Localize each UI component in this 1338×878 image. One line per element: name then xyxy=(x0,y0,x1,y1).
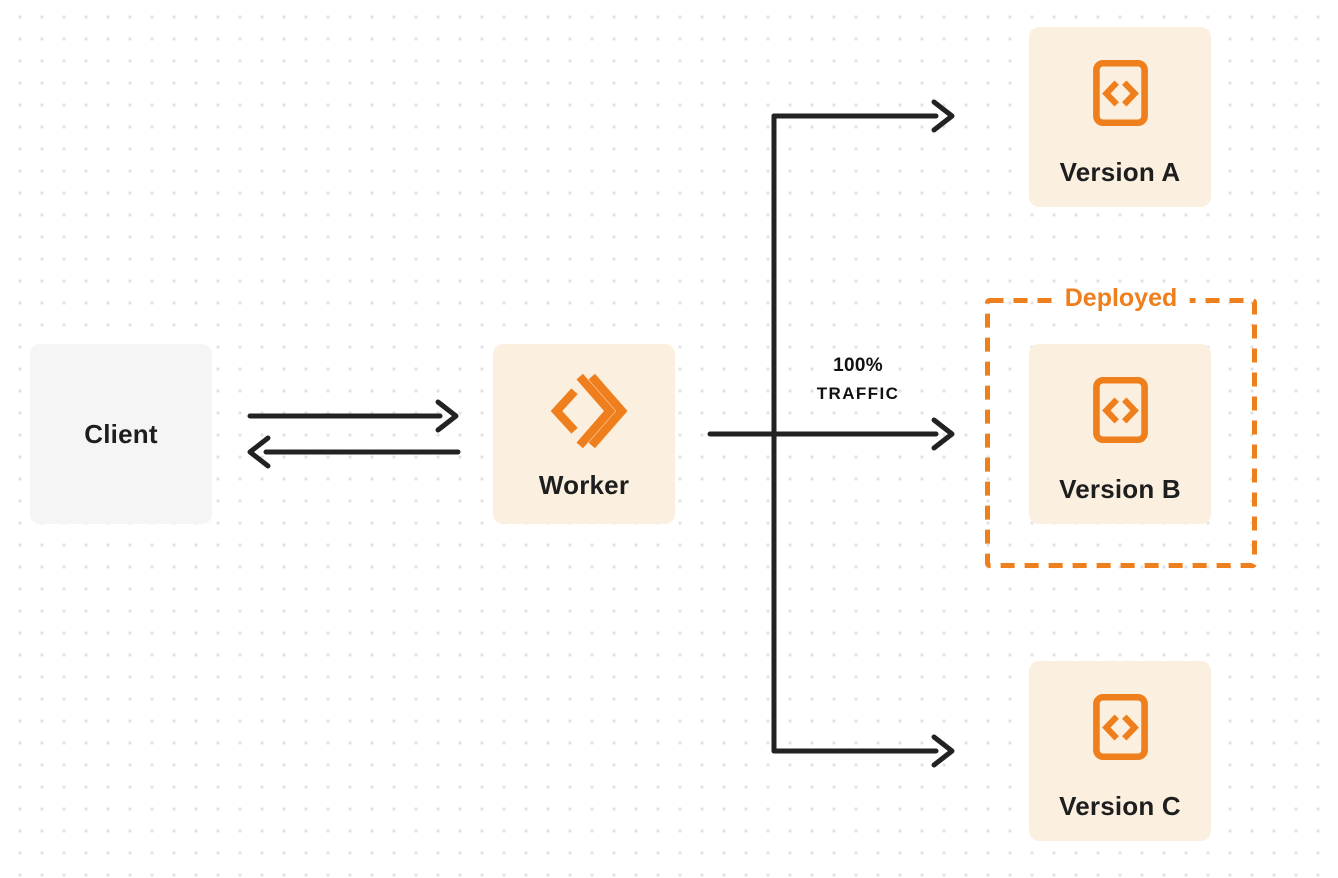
arrow-worker-to-client xyxy=(247,435,461,469)
traffic-percentage-text: 100% xyxy=(833,355,883,376)
client-node: Client xyxy=(30,344,212,524)
workers-chevron-logo-icon xyxy=(541,368,627,454)
version-a-node-label: Version A xyxy=(1059,157,1181,187)
traffic-annotation: 100% TRAFFIC xyxy=(778,352,938,408)
version-b-node: Version B xyxy=(1029,344,1211,524)
worker-node-label: Worker xyxy=(538,470,630,500)
version-c-node-label: Version C xyxy=(1059,791,1181,821)
traffic-caption-text: TRAFFIC xyxy=(816,384,900,403)
arrow-worker-to-version-b xyxy=(707,417,955,451)
arrow-branch-to-version-c xyxy=(771,734,955,768)
arrow-branch-to-version-a xyxy=(771,99,955,133)
version-b-node-label: Version B xyxy=(1059,474,1181,504)
worker-node: Worker xyxy=(493,344,675,524)
client-node-label: Client xyxy=(84,419,158,449)
version-c-node: Version C xyxy=(1029,661,1211,841)
deployed-group-outline: Deployed xyxy=(985,283,1257,568)
arrow-client-to-worker xyxy=(247,399,459,433)
code-file-icon xyxy=(1092,59,1149,127)
version-a-node: Version A xyxy=(1029,27,1211,207)
code-file-icon xyxy=(1092,376,1149,444)
code-file-icon xyxy=(1092,693,1149,761)
deployed-label: Deployed xyxy=(1052,283,1190,313)
